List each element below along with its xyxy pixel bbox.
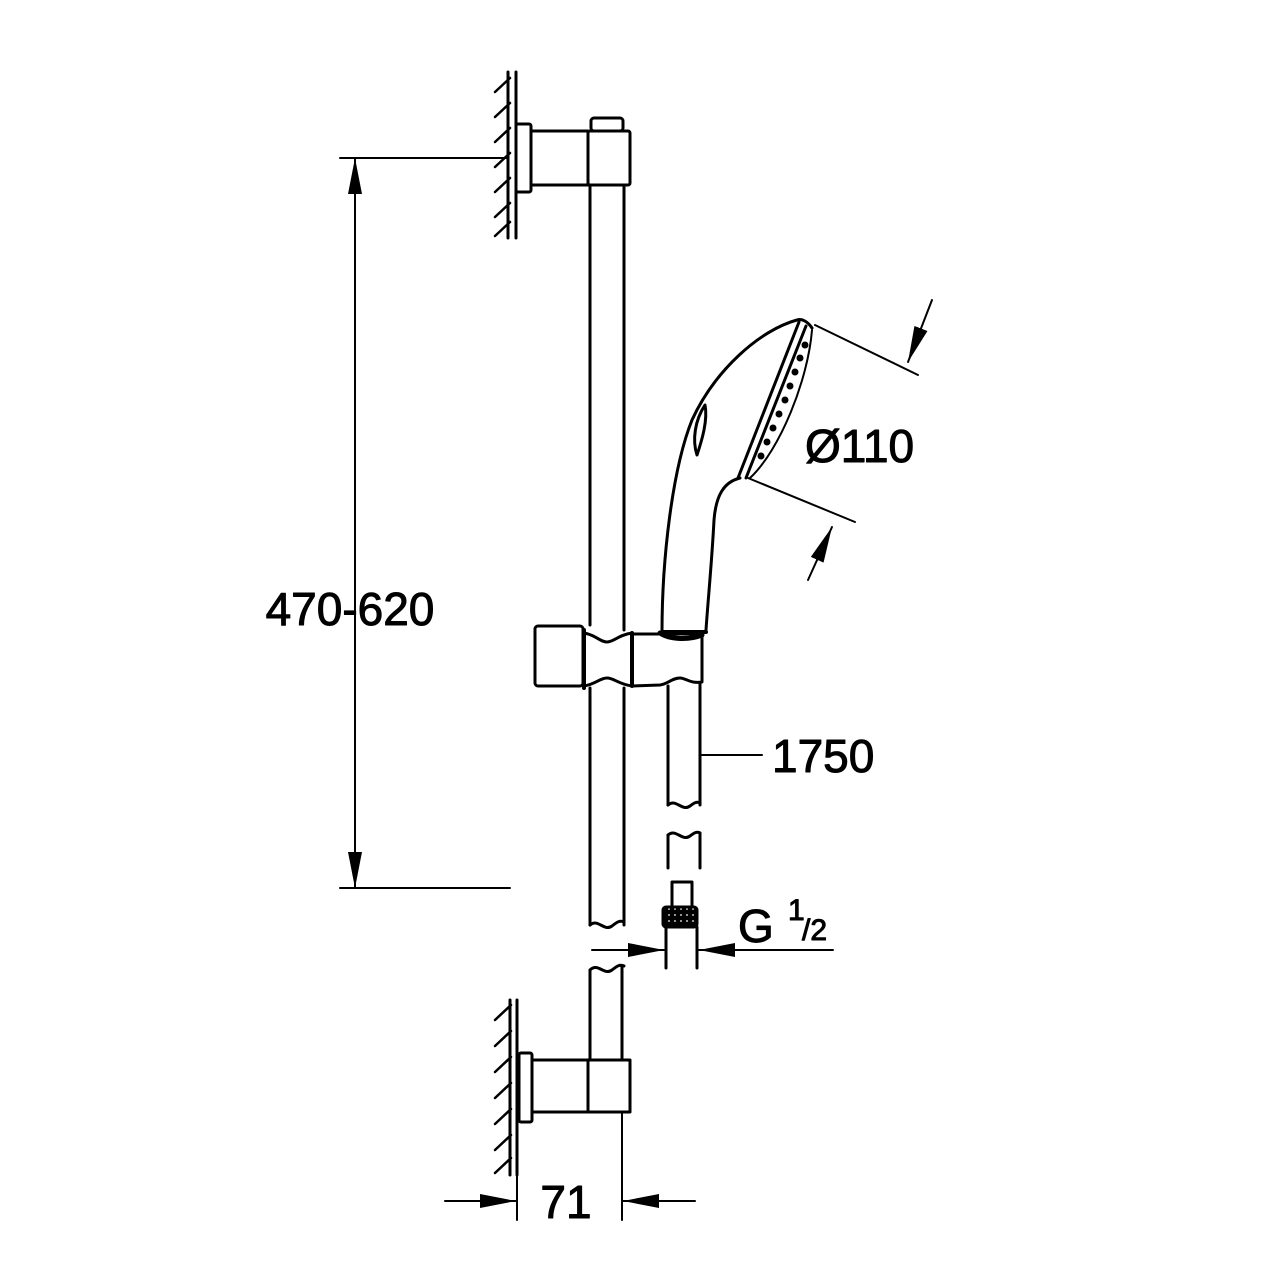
bottom-wall: [493, 998, 519, 1177]
head-diameter-dimension: [747, 299, 933, 581]
thread-label-g: G: [738, 900, 774, 952]
thread-label-numerator: 1: [788, 894, 805, 927]
shower-rail: [588, 183, 626, 1062]
bottom-wall-bracket: [517, 1051, 632, 1124]
shower-hose: [661, 682, 702, 970]
hose-length-label: 1750: [772, 730, 874, 782]
hand-shower: [660, 318, 814, 634]
rail-height-dimension: [339, 157, 511, 889]
wall-distance-dimension: [444, 1111, 696, 1221]
head-diameter-label: Ø110: [805, 420, 914, 472]
rail-height-label: 470-620: [266, 583, 435, 635]
top-wall-bracket: [514, 116, 632, 194]
top-wall: [493, 70, 518, 240]
rail-slider: [533, 624, 705, 690]
thread-label-denominator: /2: [802, 914, 827, 947]
wall-distance-label: 71: [540, 1176, 591, 1228]
